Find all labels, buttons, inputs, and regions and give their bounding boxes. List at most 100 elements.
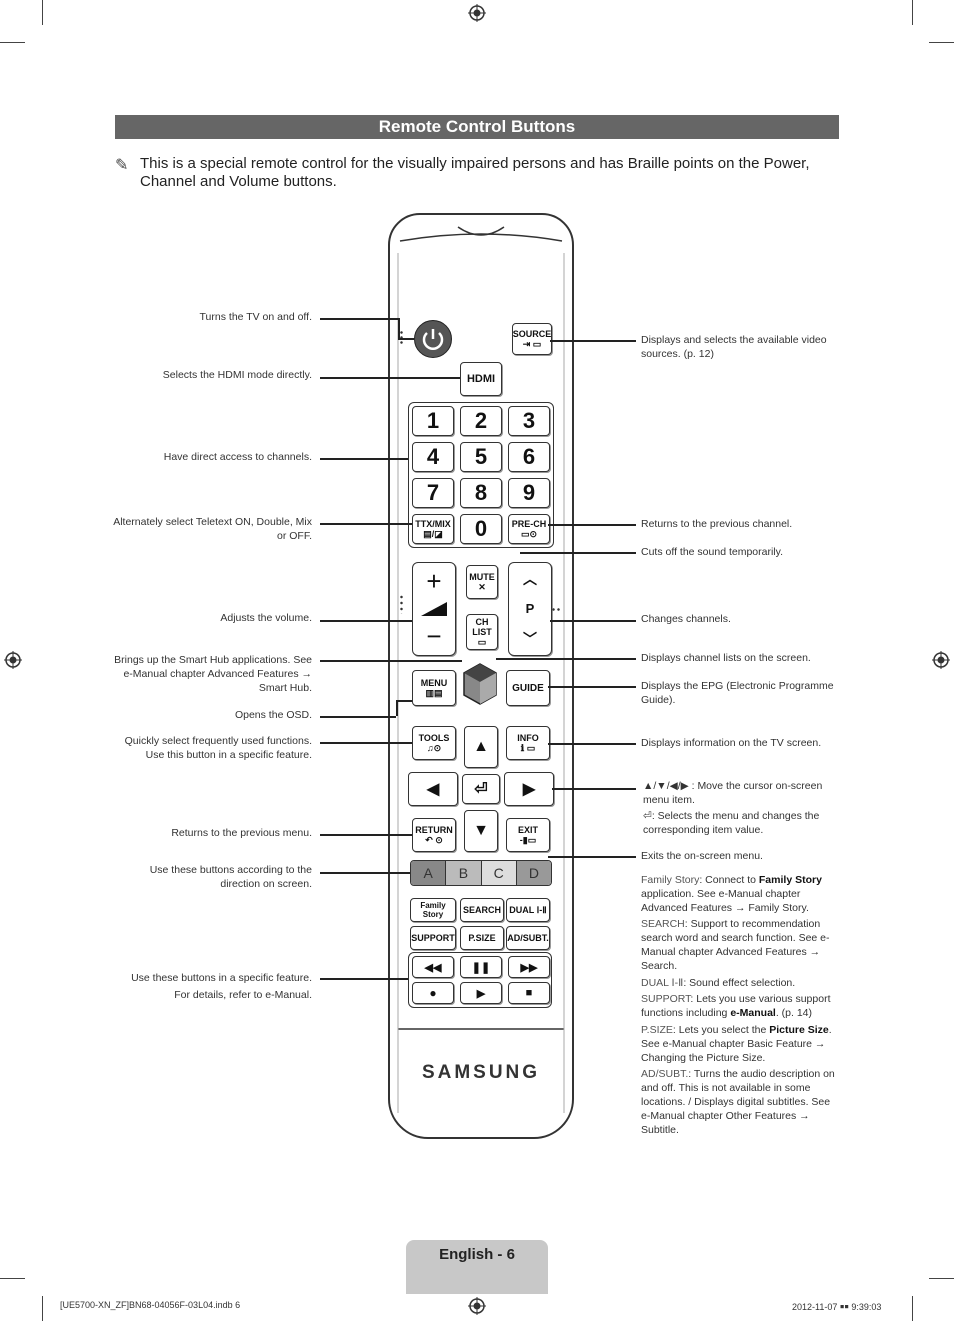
pencil-note-icon: ✎ xyxy=(115,157,129,174)
volume-down-icon: − xyxy=(426,621,442,652)
channel-rocker[interactable]: ︿ P ﹀ xyxy=(508,562,552,656)
digit-9-button[interactable]: 9 xyxy=(508,478,550,508)
rewind-button[interactable]: ◀◀ xyxy=(412,956,454,978)
crop-mark xyxy=(42,1296,43,1321)
volume-rocker[interactable]: + − xyxy=(412,562,456,656)
record-icon: ● xyxy=(429,986,437,1000)
exit-desc: Exits the on-screen menu. xyxy=(641,850,763,862)
registration-mark-icon xyxy=(4,651,22,669)
digit-5-button[interactable]: 5 xyxy=(460,442,502,472)
registration-mark-icon xyxy=(932,651,950,669)
arrow-up-button[interactable]: ▲ xyxy=(464,726,498,768)
leader-line xyxy=(320,742,412,744)
smart-hub-button[interactable] xyxy=(462,662,498,706)
arrow-right-icon: ▶ xyxy=(522,781,536,798)
menu-button[interactable]: MENU ▥▤ xyxy=(412,670,456,706)
digit-2-button[interactable]: 2 xyxy=(460,406,502,436)
dual-button[interactable]: DUAL Ⅰ-Ⅱ xyxy=(506,898,550,922)
leader-line xyxy=(320,458,408,460)
info-button[interactable]: INFO ℹ ▭ xyxy=(506,726,550,760)
hdmi-desc: Selects the HDMI mode directly. xyxy=(162,369,312,381)
power-button[interactable] xyxy=(414,320,452,358)
digit-1-button[interactable]: 1 xyxy=(412,406,454,436)
digit-8-button[interactable]: 8 xyxy=(460,478,502,508)
return-label: RETURN xyxy=(415,825,453,835)
search-button[interactable]: SEARCH xyxy=(460,898,504,922)
color-d-button[interactable]: D xyxy=(516,861,551,885)
info-label: INFO xyxy=(517,733,539,743)
color-c-button[interactable]: C xyxy=(481,861,517,885)
tools-desc: Quickly select frequently used functions… xyxy=(124,735,312,761)
power-desc: Turns the TV on and off. xyxy=(199,311,312,323)
exit-label: EXIT xyxy=(517,825,538,835)
family-desc: Family Story: Connect to Family Story ap… xyxy=(641,874,822,914)
color-b-button[interactable]: B xyxy=(446,861,482,885)
pre-ch-button[interactable]: PRE-CH ▭⊙ xyxy=(508,514,550,544)
source-button[interactable]: SOURCE ⇥ ▭ xyxy=(512,323,552,355)
crop-mark xyxy=(929,1278,954,1279)
dual-desc: DUAL Ⅰ-Ⅱ: Sound effect selection. xyxy=(641,977,796,989)
return-desc: Returns to the previous menu. xyxy=(171,827,312,839)
arrow-left-icon: ◀ xyxy=(426,781,440,798)
digit-0-button[interactable]: 0 xyxy=(460,514,502,544)
menu-desc: Opens the OSD. xyxy=(234,709,312,721)
exit-button[interactable]: EXIT -▮▭ xyxy=(506,818,550,852)
arrow-up-icon: ▲ xyxy=(473,738,489,755)
arrow-left-button[interactable]: ◀ xyxy=(408,772,458,806)
digit-3-button[interactable]: 3 xyxy=(508,406,550,436)
number-pad-frame xyxy=(408,402,554,548)
support-desc: SUPPORT: Lets you use various support fu… xyxy=(641,993,831,1019)
source-desc: Displays and selects the available video… xyxy=(641,334,827,360)
ad-subt-button[interactable]: AD/SUBT. xyxy=(506,926,550,950)
return-button[interactable]: RETURN ↶ ⊙ xyxy=(412,818,456,852)
crop-mark xyxy=(929,42,954,43)
mute-desc: Cuts off the sound temporarily. xyxy=(641,546,784,558)
digit-7-button[interactable]: 7 xyxy=(412,478,454,508)
colors-desc: Use these buttons according to the direc… xyxy=(149,864,312,890)
leader-line xyxy=(320,620,412,622)
ttx-desc: Alternately select Teletext ON, Double, … xyxy=(113,516,312,542)
exit-icon: -▮▭ xyxy=(519,835,537,845)
channels-desc: Have direct access to channels. xyxy=(163,451,312,463)
chevron-down-icon: ﹀ xyxy=(523,630,537,647)
leader-line xyxy=(396,700,412,702)
guide-button[interactable]: GUIDE xyxy=(506,670,550,706)
leader-line xyxy=(320,318,398,320)
pre-ch-label: PRE-CH xyxy=(511,519,547,529)
crop-mark xyxy=(0,1278,25,1279)
arrow-down-button[interactable]: ▼ xyxy=(464,810,498,852)
psize-button[interactable]: P.SIZE xyxy=(460,926,504,950)
chevron-up-icon: ︿ xyxy=(523,571,537,588)
family-story-button[interactable]: Family Story xyxy=(410,898,456,922)
arrow-right-button[interactable]: ▶ xyxy=(504,772,554,806)
digit-6-button[interactable]: 6 xyxy=(508,442,550,472)
chlist-desc: Displays channel lists on the screen. xyxy=(641,652,811,664)
channel-desc: Changes channels. xyxy=(641,613,731,625)
mute-button[interactable]: MUTE ✕ xyxy=(466,565,498,599)
digit-4-button[interactable]: 4 xyxy=(412,442,454,472)
crop-mark xyxy=(912,1296,913,1321)
info-desc: Displays information on the TV screen. xyxy=(641,737,822,749)
stop-icon: ■ xyxy=(525,987,533,999)
support-button[interactable]: SUPPORT xyxy=(410,926,456,950)
stop-button[interactable]: ■ xyxy=(508,982,550,1004)
tools-button[interactable]: TOOLS ♫⊙ xyxy=(412,726,456,760)
psize-desc: P.SIZE: Lets you select the Picture Size… xyxy=(641,1024,832,1064)
enter-button[interactable]: ⏎ xyxy=(462,774,500,804)
pause-button[interactable]: ❚❚ xyxy=(460,956,502,978)
hdmi-button[interactable]: HDMI xyxy=(460,362,502,396)
ch-list-button[interactable]: CH LIST ▭ xyxy=(466,614,498,650)
ch-list-label: CH LIST xyxy=(472,617,492,637)
mute-label: MUTE xyxy=(469,572,495,582)
color-a-button[interactable]: A xyxy=(411,861,447,885)
record-button[interactable]: ● xyxy=(412,982,454,1004)
tools-label: TOOLS xyxy=(418,733,450,743)
menu-label: MENU xyxy=(420,678,448,688)
channel-p-label: P xyxy=(525,601,535,617)
braille-dots xyxy=(551,608,561,611)
braille-dots xyxy=(400,594,403,614)
fast-forward-button[interactable]: ▶▶ xyxy=(508,956,550,978)
ttx-mix-button[interactable]: TTX/MIX ▤/◪ xyxy=(412,514,454,544)
play-button[interactable]: ▶ xyxy=(460,982,502,1004)
leader-line xyxy=(320,523,412,525)
